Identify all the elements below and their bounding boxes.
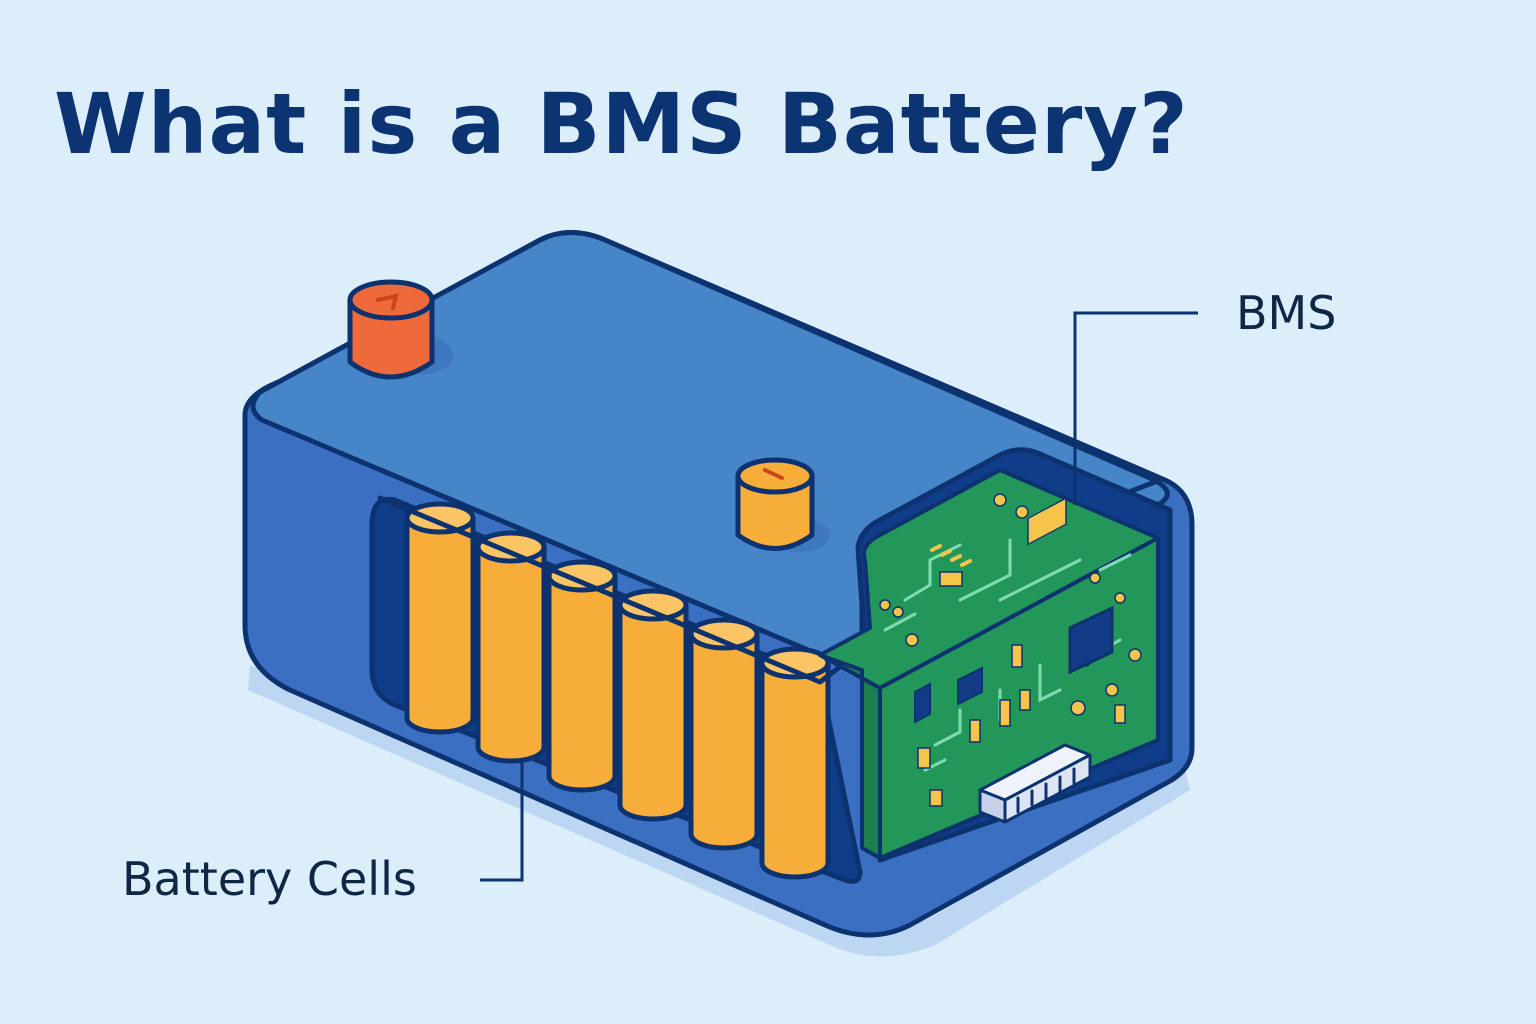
connector-icon <box>978 743 1092 824</box>
battery-cell-body <box>475 544 547 764</box>
battery-cell-body <box>404 515 476 735</box>
page-title: What is a BMS Battery? <box>54 75 1189 173</box>
pcb-pad <box>939 571 963 587</box>
battery-cell-body <box>759 660 831 880</box>
battery-cell <box>546 559 618 793</box>
pcb-chip-large <box>1027 497 1067 546</box>
battery-cell-cap <box>759 646 831 680</box>
battery-cell <box>475 530 547 764</box>
pcb-pad <box>1011 644 1023 668</box>
pcb-pad <box>917 747 931 769</box>
cells-leader-line <box>480 760 524 882</box>
pcb-resistor-array <box>930 544 972 567</box>
battery-cell-cap <box>617 588 689 622</box>
bms-label: BMS <box>1236 286 1337 340</box>
pcb-pad <box>929 789 943 807</box>
bms-leader-line <box>1073 311 1198 505</box>
battery-cell <box>759 646 831 880</box>
battery-cell-body <box>688 631 760 851</box>
terminal-positive-mark <box>376 293 399 310</box>
chip-icon <box>1068 605 1114 675</box>
battery-cell-cap <box>475 530 547 564</box>
terminal-negative-mark <box>763 468 784 480</box>
battery-cell-cap <box>688 617 760 651</box>
pcb-pad <box>999 699 1011 727</box>
battery-cell-cap <box>404 501 476 535</box>
pcb-pads <box>917 497 1126 807</box>
terminal-positive <box>347 279 453 380</box>
battery-cells-label: Battery Cells <box>122 852 417 906</box>
pcb-pad <box>969 719 981 743</box>
battery-cell-body <box>546 573 618 793</box>
battery-cell <box>688 617 760 851</box>
terminal-negative <box>735 457 830 552</box>
pcb-pad <box>1019 689 1031 711</box>
pcb-ic-small <box>914 682 931 724</box>
pcb-pad <box>1114 704 1126 724</box>
pcb-side <box>818 653 882 860</box>
battery-cell <box>617 588 689 822</box>
battery-cells <box>404 501 831 880</box>
battery-cell-body <box>617 602 689 822</box>
pcb-ic-small <box>957 666 983 706</box>
battery-cell-cap <box>546 559 618 593</box>
battery-cell <box>404 501 476 735</box>
